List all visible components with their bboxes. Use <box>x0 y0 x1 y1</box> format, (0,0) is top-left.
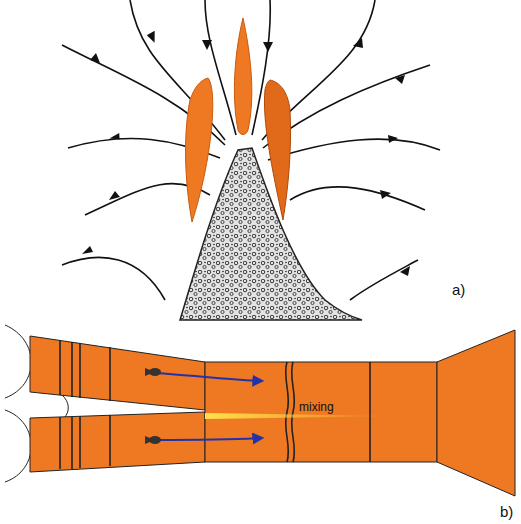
panel-label: b) <box>500 503 513 520</box>
duct <box>30 330 515 496</box>
injector <box>145 368 161 444</box>
plume-cone <box>180 148 362 320</box>
duct-joint <box>60 340 370 469</box>
flow-arrow <box>155 373 262 440</box>
flame <box>186 78 213 222</box>
flame <box>264 80 290 220</box>
flame <box>234 18 251 135</box>
region-label: mixing <box>298 400 335 414</box>
panel-label: a) <box>452 281 465 298</box>
